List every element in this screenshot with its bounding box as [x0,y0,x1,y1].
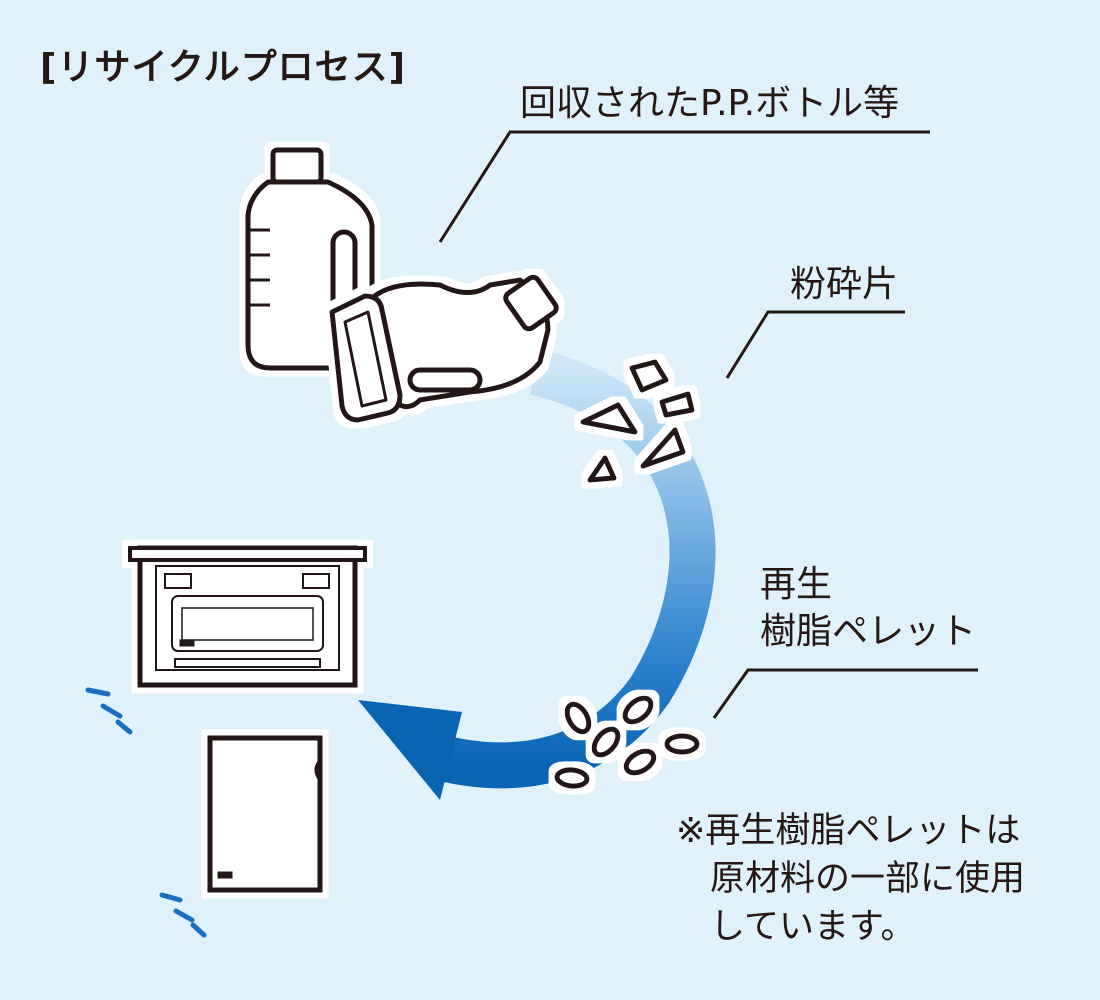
tick-mark [100,703,123,719]
fragments-group [580,359,695,483]
tick-mark [159,892,183,903]
note-line2: 原材料の一部に使用 [710,859,1026,899]
leader-lines [438,130,978,719]
fragment-icon [629,359,669,393]
recycle-arrow [358,349,716,800]
fragment-icon [640,427,686,469]
pellet-icon [591,726,621,758]
leader-line-pellets [712,668,978,719]
motion-ticks [85,687,207,938]
pellet-icon [622,695,654,725]
tick-mark [190,922,207,938]
note-line3: しています。 [710,907,916,947]
pellet-icon [564,701,592,735]
label-collected-bottles: 回収されたP.P.ボトル等 [520,83,900,124]
fragment-icon [580,402,638,435]
label-fragments: 粉砕片 [790,264,899,305]
tick-mark [115,719,133,735]
pellet-icon [623,748,657,776]
diagram-title: [リサイクルプロセス] [40,47,407,88]
file-folder-icon [207,735,323,893]
label-pellets-line2: 樹脂ペレット [760,611,977,652]
fragment-icon [587,455,617,483]
pellet-icon [664,733,700,755]
pellets-group [554,695,700,789]
tick-mark [173,908,195,923]
leader-line-fragments [725,310,905,379]
note-line1: ※再生樹脂ペレットは [676,811,1021,851]
label-pellets-line1: 再生 [760,564,833,605]
fragment-icon [659,391,695,418]
leader-line-collected [438,130,930,243]
arrow-head [358,700,462,800]
pellet-icon [554,767,590,789]
crushed-bottle-icon [329,274,559,423]
tick-mark [85,687,111,697]
storage-box-icon [128,545,367,688]
